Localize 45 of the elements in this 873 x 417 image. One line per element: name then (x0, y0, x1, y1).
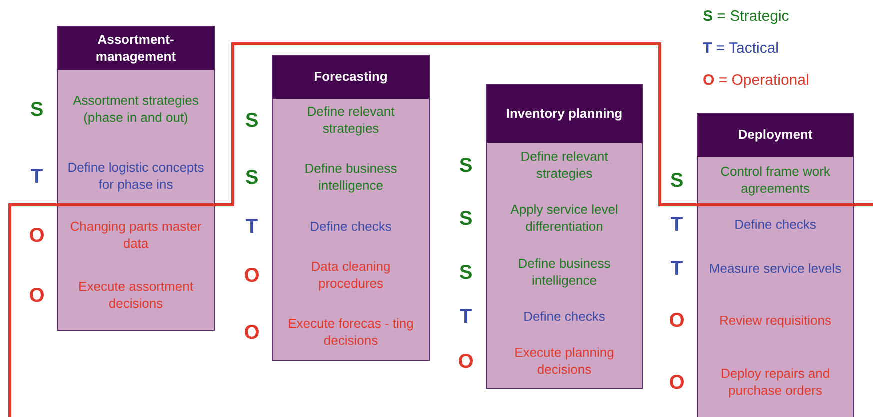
column-header: Inventory planning (487, 85, 642, 143)
level-letter: S (458, 263, 474, 283)
task-text: Execute assortment decisions (78, 279, 194, 313)
task-text: Execute planning decisions (514, 345, 616, 379)
level-letter: O (668, 373, 686, 393)
task-text: Define relevant strategies (520, 149, 610, 183)
legend-entry: S = Strategic (703, 8, 790, 25)
level-letter: O (243, 266, 261, 286)
task-text: Define business intelligence (517, 256, 612, 290)
task-text: Changing parts master data (69, 219, 203, 253)
level-letter: O (28, 286, 46, 306)
task-text: Review requisitions (718, 312, 832, 330)
level-letter: O (28, 226, 46, 246)
task-text: Define checks (309, 218, 393, 236)
column-header: Forecasting (273, 56, 429, 99)
level-letter: S (458, 209, 474, 229)
task-text: Define logistic concepts for phase ins (66, 160, 206, 194)
level-letter: S (458, 156, 474, 176)
task-text: Define checks (522, 308, 606, 326)
task-text: Define business intelligence (304, 161, 398, 195)
level-letter: T (30, 167, 44, 187)
column-header: Assortment- management (58, 27, 214, 70)
level-letter: O (457, 352, 475, 372)
level-letter: T (670, 215, 684, 235)
level-letter: T (670, 259, 684, 279)
task-text: Execute forecas - ting decisions (287, 316, 415, 350)
legend-entry: O = Operational (703, 72, 810, 89)
column-header: Deployment (698, 114, 853, 157)
level-letter: O (243, 323, 261, 343)
task-text: Data cleaning procedures (310, 259, 392, 293)
level-letter: O (668, 311, 686, 331)
task-text: Assortment strategies (phase in and out) (72, 93, 200, 127)
task-text: Control frame work agreements (720, 164, 832, 198)
task-text: Define checks (734, 216, 818, 234)
level-letter: T (244, 217, 260, 237)
task-text: Measure service levels (708, 260, 843, 278)
level-letter: S (29, 100, 45, 120)
task-text: Define relevant strategies (306, 104, 396, 138)
task-text: Apply service level differentiation (510, 202, 620, 236)
level-letter: S (669, 171, 685, 191)
level-letter: S (244, 111, 260, 131)
level-letter: T (458, 307, 474, 327)
legend-entry: T = Tactical (703, 40, 780, 57)
level-letter: S (244, 168, 260, 188)
task-text: Deploy repairs and purchase orders (720, 366, 832, 400)
